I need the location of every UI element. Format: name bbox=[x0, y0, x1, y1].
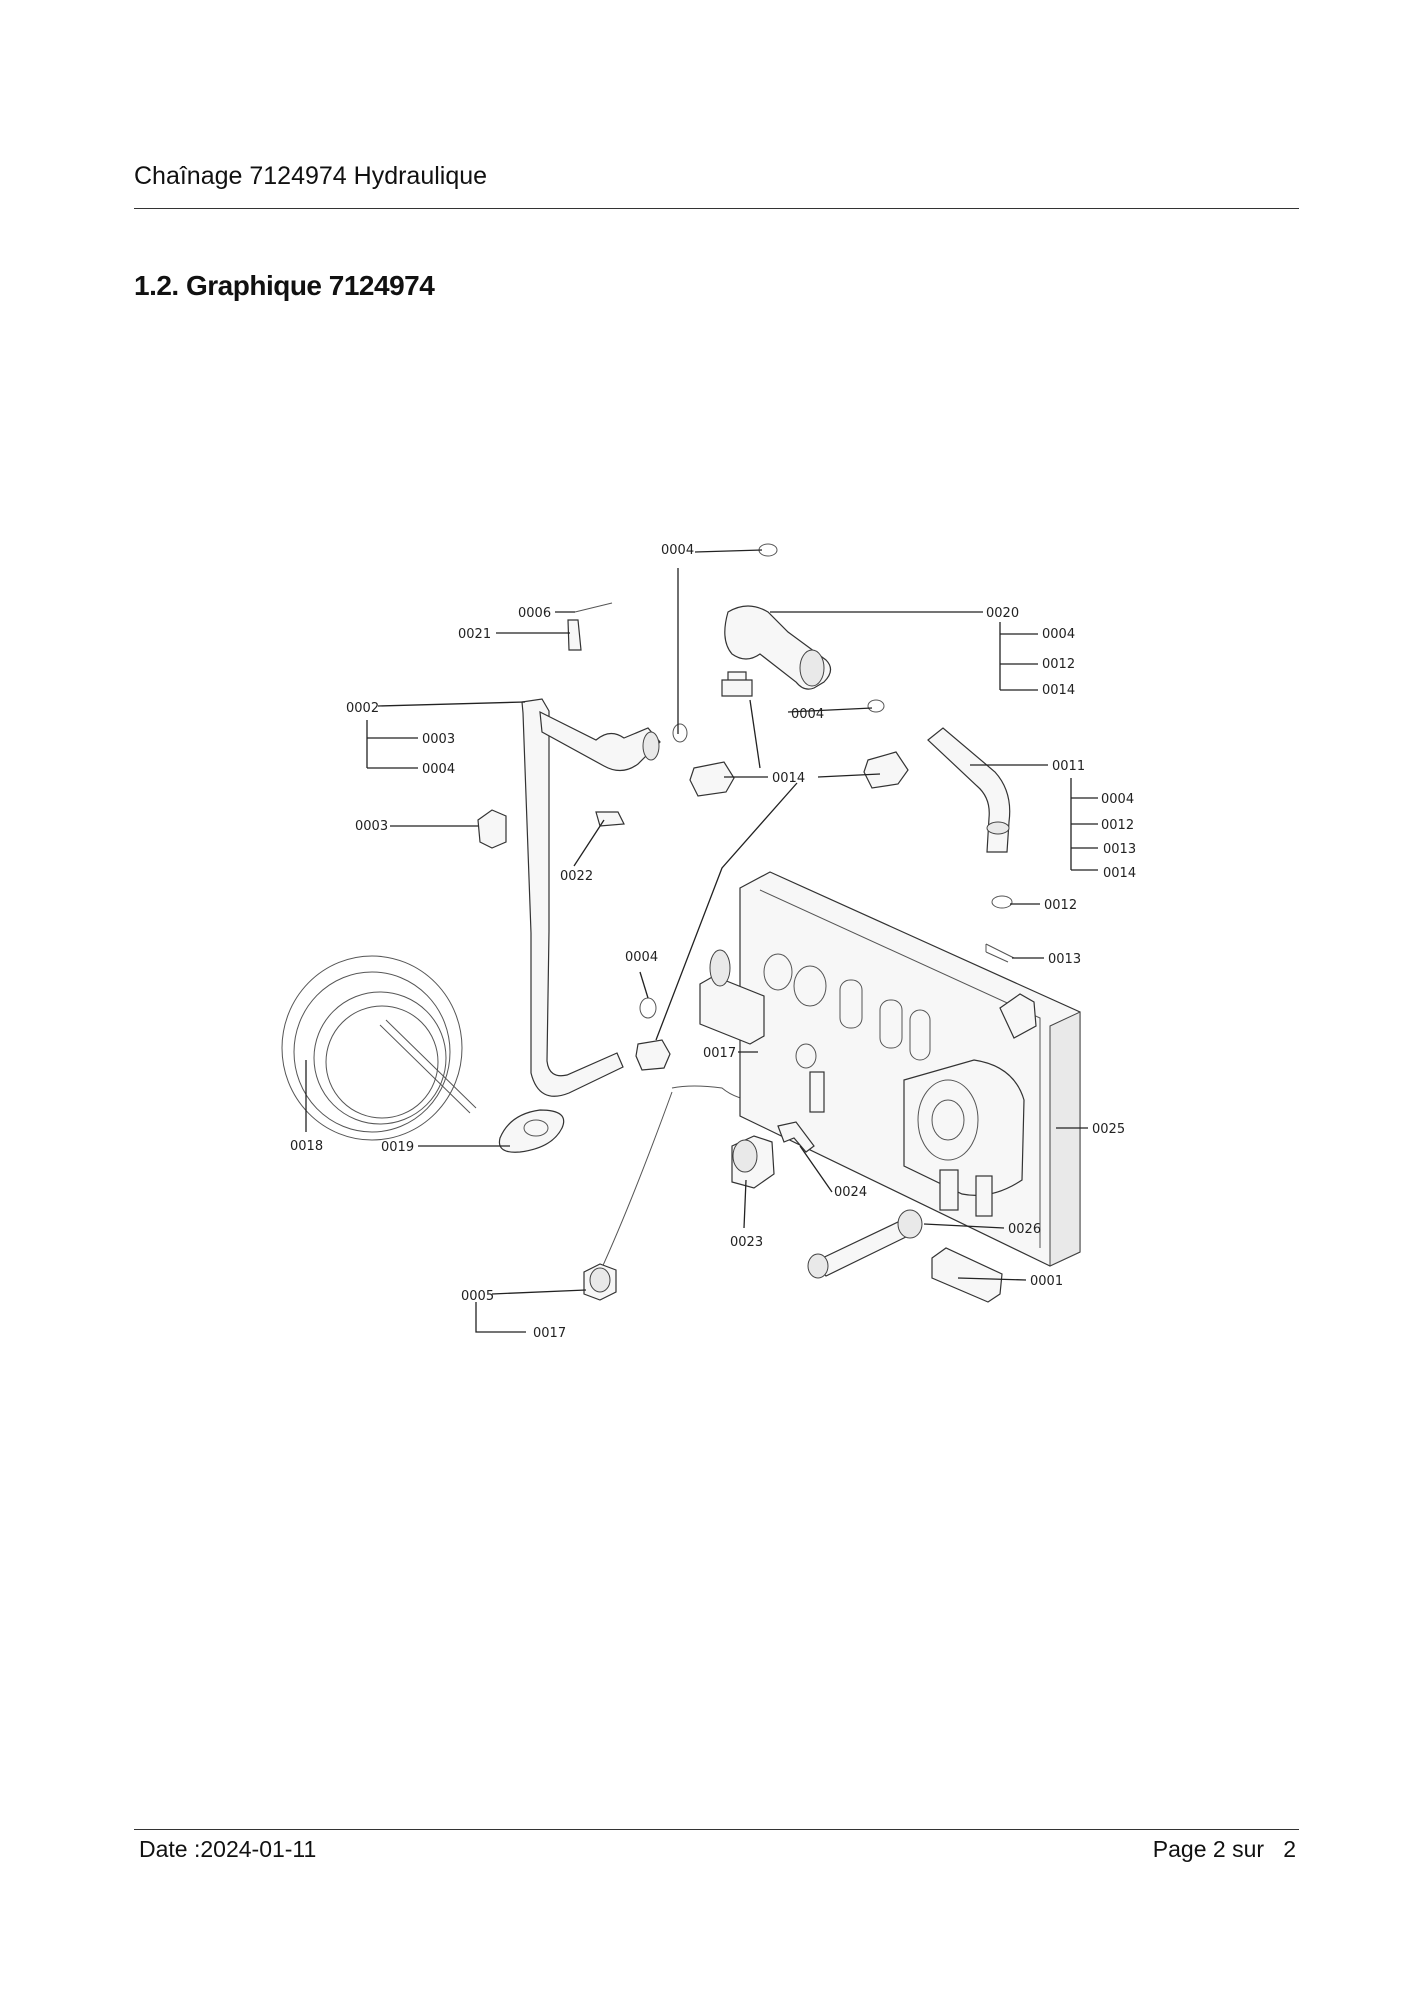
callout-0004-mid: 0004 bbox=[791, 707, 824, 722]
callout-0019: 0019 bbox=[381, 1140, 414, 1155]
oring-left bbox=[672, 723, 688, 743]
callout-0022: 0022 bbox=[560, 869, 593, 884]
connector-0003 bbox=[477, 809, 507, 849]
callout-0014: 0014 bbox=[772, 771, 805, 786]
valve-0021 bbox=[567, 619, 582, 651]
pin-0006 bbox=[574, 602, 613, 613]
callout-0011: 0011 bbox=[1052, 759, 1085, 774]
callout-0011-sub-0004: 0004 bbox=[1101, 792, 1134, 807]
callout-0013: 0013 bbox=[1048, 952, 1081, 967]
leader-lines bbox=[305, 549, 1098, 1333]
coiled-hose-0018 bbox=[281, 955, 477, 1141]
clip-0024 bbox=[777, 1121, 815, 1153]
callout-0004-low: 0004 bbox=[625, 950, 658, 965]
clip-top bbox=[721, 671, 753, 697]
gasket-0019 bbox=[498, 1109, 565, 1153]
oring-low bbox=[639, 997, 657, 1019]
callout-0025: 0025 bbox=[1092, 1122, 1125, 1137]
callout-0017-low: 0017 bbox=[533, 1326, 566, 1341]
callout-0002: 0002 bbox=[346, 701, 379, 716]
footer-page-total: 2 bbox=[1283, 1836, 1296, 1862]
callout-0002-sub-0003: 0003 bbox=[422, 732, 455, 747]
callout-0023: 0023 bbox=[730, 1235, 763, 1250]
callout-0004-top: 0004 bbox=[661, 543, 694, 558]
callout-0024: 0024 bbox=[834, 1185, 867, 1200]
clip-0022 bbox=[595, 811, 625, 827]
callout-0003: 0003 bbox=[355, 819, 388, 834]
callout-0018: 0018 bbox=[290, 1139, 323, 1154]
callout-0012: 0012 bbox=[1044, 898, 1077, 913]
cartridge-0001 bbox=[931, 1247, 1003, 1303]
callout-0021: 0021 bbox=[458, 627, 491, 642]
callout-0002-sub-0004: 0004 bbox=[422, 762, 455, 777]
footer-page-prefix: Page 2 sur bbox=[1152, 1836, 1265, 1862]
clip-lower bbox=[635, 1039, 671, 1071]
callout-0020-sub-0014: 0014 bbox=[1042, 683, 1075, 698]
callout-0020: 0020 bbox=[986, 606, 1019, 621]
callout-0001: 0001 bbox=[1030, 1274, 1063, 1289]
clip-0014-right bbox=[863, 751, 909, 789]
callout-0011-sub-0013: 0013 bbox=[1103, 842, 1136, 857]
header-rule bbox=[134, 208, 1299, 209]
callout-0020-sub-0004: 0004 bbox=[1042, 627, 1075, 642]
footer-rule bbox=[134, 1829, 1299, 1830]
oring-mid bbox=[867, 699, 885, 713]
callout-0006: 0006 bbox=[518, 606, 551, 621]
clip-0013 bbox=[985, 943, 1015, 963]
hydraulic-block-0025 bbox=[699, 871, 1081, 1267]
section-title: 1.2. Graphique 7124974 bbox=[134, 270, 435, 301]
callout-0017-mid: 0017 bbox=[703, 1046, 736, 1061]
ring-0012 bbox=[991, 895, 1013, 909]
clip-0014-left bbox=[689, 761, 735, 797]
pipe-0002 bbox=[521, 698, 624, 1097]
pipe-0011 bbox=[927, 727, 1011, 853]
footer-date: Date :2024-01-11 bbox=[139, 1836, 317, 1862]
callout-0011-sub-0014: 0014 bbox=[1103, 866, 1136, 881]
callout-0020-sub-0012: 0012 bbox=[1042, 657, 1075, 672]
callout-0011-sub-0012: 0012 bbox=[1101, 818, 1134, 833]
document-header-title: Chaînage 7124974 Hydraulique bbox=[134, 162, 488, 190]
pipe-0026 bbox=[813, 1221, 914, 1277]
callout-0005: 0005 bbox=[461, 1289, 494, 1304]
footer-page-number: Page 2 sur 2 bbox=[1153, 1836, 1296, 1863]
callout-0026: 0026 bbox=[1008, 1222, 1041, 1237]
